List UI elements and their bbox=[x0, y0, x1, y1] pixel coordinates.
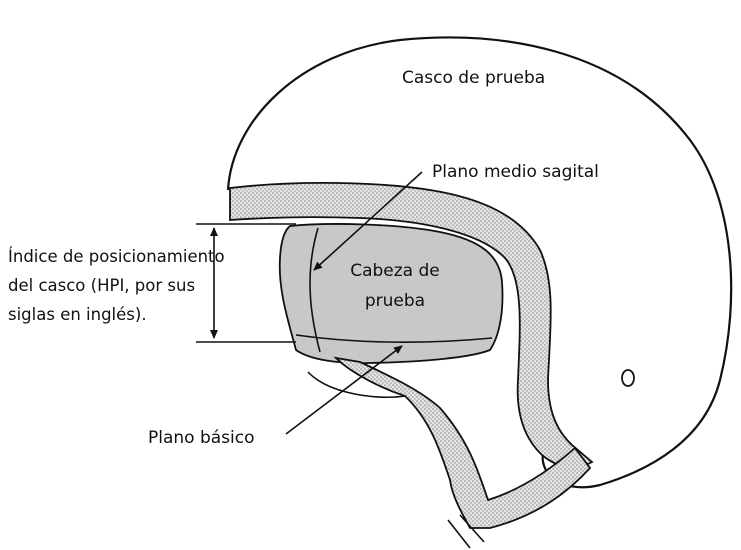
label-midsagittal-plane: Plano medio sagital bbox=[432, 162, 599, 182]
midsagittal-curve bbox=[309, 227, 321, 353]
label-hpi-line1: Índice de posicionamiento bbox=[8, 247, 225, 266]
label-test-head-line1: Cabeza de bbox=[350, 261, 440, 281]
strap-buckle bbox=[447, 514, 485, 549]
basic-plane-leader-arrow bbox=[285, 345, 403, 435]
midsagittal-leader-arrow bbox=[313, 171, 423, 271]
helmet-shell bbox=[226, 36, 733, 489]
helmet-rivet bbox=[621, 369, 635, 387]
basic-plane-curve bbox=[295, 334, 493, 343]
test-head bbox=[278, 223, 504, 365]
label-hpi-line3: siglas en inglés). bbox=[8, 305, 147, 324]
label-basic-plane: Plano básico bbox=[148, 428, 255, 448]
label-hpi-line2: del casco (HPI, por sus bbox=[8, 276, 195, 295]
chin-strap bbox=[333, 356, 592, 529]
rear-strap-line bbox=[307, 371, 406, 399]
label-test-head-line2: prueba bbox=[365, 291, 425, 311]
label-test-helmet: Casco de prueba bbox=[402, 68, 545, 88]
